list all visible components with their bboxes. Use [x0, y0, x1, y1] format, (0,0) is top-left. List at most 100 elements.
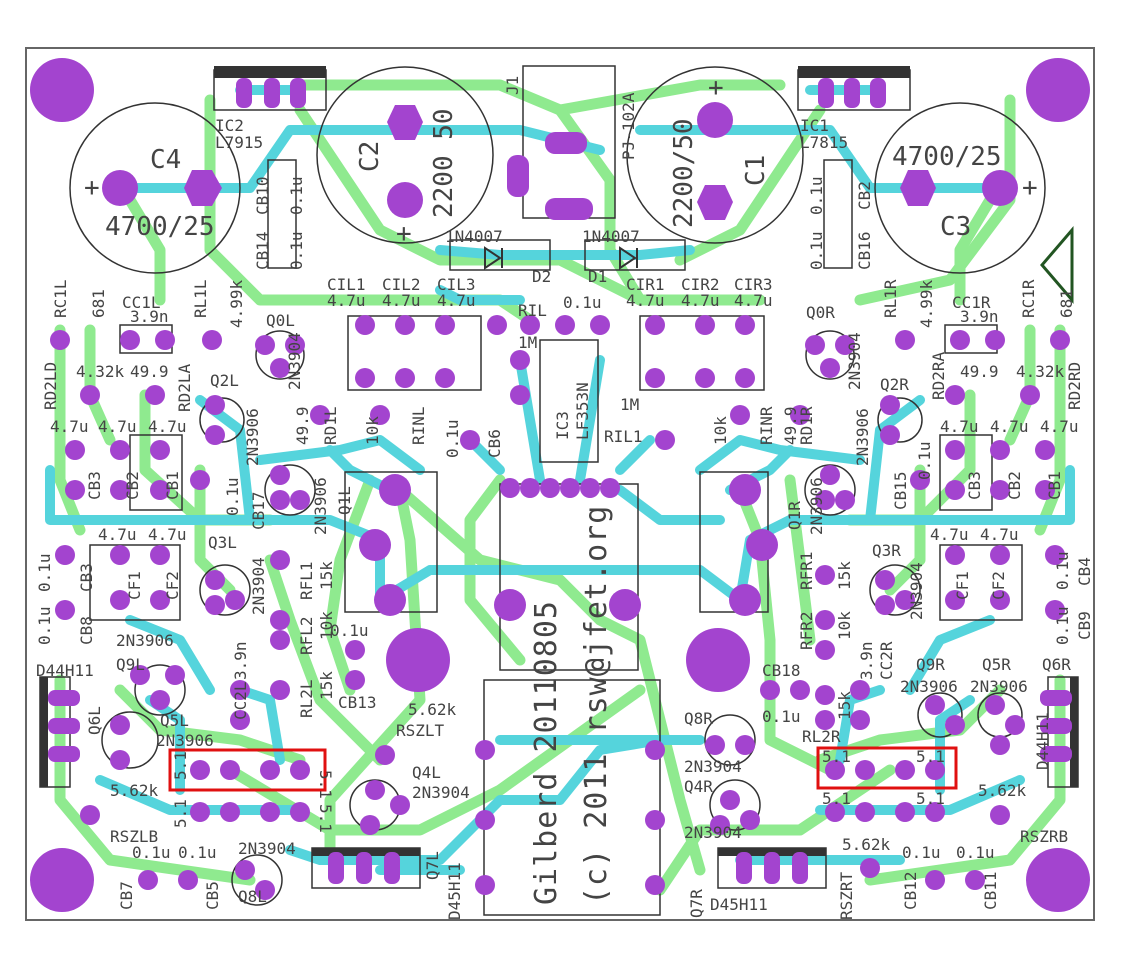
through-hole-pad [230, 680, 250, 700]
labels: C4 4700/25 C3 4700/25 C2 2200 50 C1 2200… [35, 73, 1094, 920]
label-Q2R-value: 2N3906 [853, 408, 872, 466]
label-IC3: IC3 [553, 411, 572, 440]
through-hole-pad [1045, 545, 1065, 565]
through-hole-pad [230, 710, 250, 730]
through-hole-pad [945, 440, 965, 460]
label-RFR2: RFR2 [797, 611, 816, 650]
label-CB13-value: 0.1u [330, 621, 369, 640]
label-CF1R-value: 4.7u [930, 525, 969, 544]
through-hole-pad [190, 760, 210, 780]
label-RFR1: RFR1 [797, 551, 816, 590]
through-hole-pad [110, 545, 130, 565]
through-hole-pad [990, 590, 1010, 610]
through-hole-pad [375, 745, 395, 765]
label-RL1R: RL1R [881, 279, 900, 318]
through-hole-pad [990, 545, 1010, 565]
through-hole-pad [1045, 600, 1065, 620]
label-CB13: CB13 [338, 693, 377, 712]
through-hole-pad [435, 368, 455, 388]
label-CC2R-value: 3.9n [857, 641, 876, 680]
through-hole-pad [540, 478, 560, 498]
label-Q8L: Q8L [238, 887, 267, 906]
label-CF2R-value: 4.7u [980, 525, 1019, 544]
label-Q9L: Q9L [116, 655, 145, 674]
label-CB3: CB3 [77, 563, 96, 592]
label-CB11-value: 0.1u [956, 843, 995, 862]
label-RC1R-value: 681 [1057, 289, 1076, 318]
label-CB18: CB18 [762, 661, 801, 680]
through-hole-pad [50, 330, 70, 350]
through-hole-pad [150, 440, 170, 460]
through-hole-pad [110, 480, 130, 500]
through-hole-pad [990, 735, 1010, 755]
through-hole-pad [835, 490, 855, 510]
label-RFR2-value: 10k [835, 611, 854, 640]
label-CF2L-value: 4.7u [148, 525, 187, 544]
through-hole-pad [310, 405, 330, 425]
label-RL2L-value: 15k [317, 671, 336, 700]
through-hole-pad [1005, 715, 1025, 735]
through-hole-pad [260, 760, 280, 780]
label-Q4R: Q4R [684, 777, 713, 796]
through-hole-pad [205, 395, 225, 415]
through-hole-pad [855, 760, 875, 780]
through-hole-pad [645, 875, 665, 895]
label-CIR1-value: 4.7u [626, 291, 665, 310]
through-hole-pad [990, 440, 1010, 460]
label-J1-value: PJ-102A [619, 92, 638, 160]
through-hole-pad [740, 810, 760, 830]
label-CB14-value: 0.1u [287, 231, 306, 270]
label-Q4L: Q4L [412, 763, 441, 782]
through-hole-pad [815, 640, 835, 660]
through-hole-pad [855, 802, 875, 822]
label-CB11: CB11 [981, 871, 1000, 910]
through-hole-pad [235, 860, 255, 880]
highlight-box-right [816, 746, 958, 790]
through-hole-pad [510, 385, 530, 405]
through-hole-pad [110, 750, 130, 770]
label-CB1R-value: 4.7u [940, 417, 979, 436]
label-Q9R-value: 2N3906 [900, 677, 958, 696]
through-hole-pad [805, 335, 825, 355]
label-C4: C4 [150, 145, 181, 175]
label-R51-b: 5.1 [316, 770, 335, 799]
through-hole-pad [345, 670, 365, 690]
label-CB12: CB12 [901, 871, 920, 910]
label-CB3-value: 0.1u [35, 553, 54, 592]
label-Q2L-value: 2N3906 [243, 408, 262, 466]
through-hole-pad [520, 478, 540, 498]
label-CC2L-value: 3.9n [231, 641, 250, 680]
label-Q5L: Q5L [160, 711, 189, 730]
through-hole-pad [130, 665, 150, 685]
label-CB1L-value: 4.7u [148, 417, 187, 436]
through-hole-pad [815, 610, 835, 630]
label-CB14: CB14 [253, 231, 272, 270]
through-hole-pad [270, 465, 290, 485]
label-RC1L-value: 681 [89, 289, 108, 318]
label-RFL1: RFL1 [297, 561, 316, 600]
label-RD2LD: RD2LD [41, 362, 60, 410]
mounting-hole-ml [386, 628, 450, 692]
label-RD1R-value: 49.9 [781, 406, 800, 445]
through-hole-pad [475, 810, 495, 830]
label-RD2LA: RD2LA [175, 363, 194, 412]
through-hole-pad [730, 405, 750, 425]
label-CF1R: CF1 [953, 571, 972, 600]
label-RIL: RIL [518, 301, 547, 320]
label-IC3-value: LF353N [573, 382, 592, 440]
label-Q5R: Q5R [982, 655, 1011, 674]
label-cap-top: 0.1u [563, 293, 602, 312]
mounting-hole-tl [30, 58, 94, 122]
label-RSZLT: RSZLT [396, 721, 445, 740]
label-C2-value: 2200 50 [429, 108, 459, 218]
label-CB3R-value: 4.7u [1040, 417, 1079, 436]
label-CIR3: CIR3 [734, 275, 773, 294]
through-hole-pad [895, 590, 915, 610]
through-hole-pad [355, 315, 375, 335]
through-hole-pad [290, 802, 310, 822]
label-CB3R: CB3 [965, 471, 984, 500]
through-hole-pad [705, 735, 725, 755]
through-hole-pad [735, 315, 755, 335]
through-hole-pad [945, 480, 965, 500]
through-hole-pad [815, 710, 835, 730]
